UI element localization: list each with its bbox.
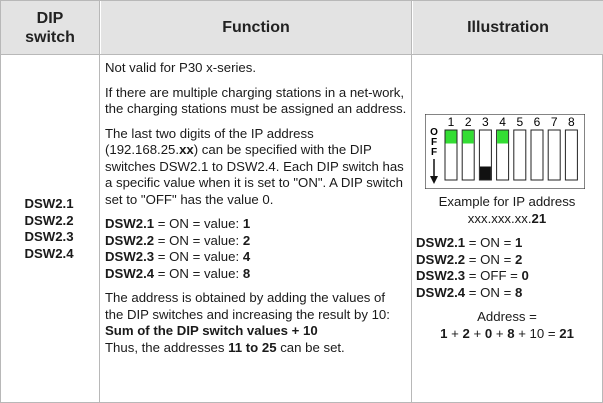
switch-value-row: DSW2.2 = ON = value: 2	[105, 232, 251, 248]
illustration-text: Example for IP address xxx.xxx.xx.21 DSW…	[412, 60, 602, 342]
off-label-char: F	[431, 137, 437, 148]
dip-id: DSW2.4	[24, 245, 74, 261]
header-divider	[0, 54, 603, 55]
header-function: Function	[101, 1, 411, 55]
dip-id: DSW2.2	[24, 212, 74, 228]
setting-row: DSW2.3 = OFF = 0	[416, 268, 529, 283]
address-range: Thus, the addresses 11 to 25 can be set.	[105, 339, 345, 355]
function-text: Not valid for P30 x-series. If there are…	[105, 60, 407, 356]
example-line2: xxx.xxx.xx.21	[467, 210, 547, 226]
switch-number-7: 7	[551, 115, 558, 129]
header-dip-line2: switch	[25, 29, 75, 46]
off-label-char: F	[431, 147, 437, 158]
switch-lever-4-on	[497, 130, 509, 144]
example-settings: DSW2.1 = ON = 1 DSW2.2 = ON = 2 DSW2.3 =…	[412, 235, 602, 301]
switch-slot-7	[547, 129, 561, 181]
address-sum: 1 + 2 + 0 + 8 + 10 = 21	[440, 325, 574, 341]
arrow-down-icon	[430, 176, 438, 184]
network-note: If there are multiple charging stations …	[105, 84, 407, 117]
dip-id: DSW2.1	[24, 196, 74, 211]
switch-slot-8	[564, 129, 578, 181]
off-label-char: O	[430, 127, 438, 138]
switch-lever-2-on	[462, 130, 474, 144]
switch-number-6: 6	[534, 115, 541, 129]
address-label: Address =	[477, 309, 537, 324]
switch-slot-5	[513, 129, 527, 181]
switch-number-2: 2	[465, 115, 472, 129]
address-explanation: The address is obtained by adding the va…	[105, 290, 407, 356]
switch-value-row: DSW2.3 = ON = value: 4	[105, 249, 251, 264]
example-line1: Example for IP address	[438, 194, 576, 209]
switch-number-4: 4	[499, 115, 506, 129]
switch-number-5: 5	[516, 115, 523, 129]
column-divider	[411, 0, 412, 403]
switch-values: DSW2.1 = ON = value: 1 DSW2.2 = ON = val…	[105, 216, 407, 282]
switch-value-row: DSW2.4 = ON = value: 8	[105, 265, 251, 281]
switch-lever-3-off	[479, 166, 491, 180]
validity-note: Not valid for P30 x-series.	[105, 60, 256, 75]
switch-number-3: 3	[482, 115, 489, 129]
switch-number-8: 8	[568, 115, 575, 129]
example-caption: Example for IP address xxx.xxx.xx.21	[412, 194, 602, 227]
setting-row: DSW2.2 = ON = 2	[416, 251, 523, 267]
address-result: Address = 1 + 2 + 0 + 8 + 10 = 21	[412, 309, 602, 342]
switch-slot-6	[530, 129, 544, 181]
dip-switch-ids: DSW2.1 DSW2.2 DSW2.3 DSW2.4	[0, 196, 98, 262]
address-rule: The address is obtained by adding the va…	[105, 290, 390, 322]
header-dip-switch: DIP switch	[1, 1, 99, 55]
switch-value-row: DSW2.1 = ON = value: 1	[105, 216, 251, 231]
address-formula: Sum of the DIP switch values + 10	[105, 323, 318, 338]
switch-lever-1-on	[445, 130, 457, 144]
setting-row: DSW2.4 = ON = 8	[416, 284, 523, 300]
dip-id: DSW2.3	[24, 229, 74, 244]
column-divider	[99, 0, 100, 403]
header-illustration: Illustration	[413, 1, 603, 55]
setting-row: DSW2.1 = ON = 1	[416, 235, 523, 250]
header-dip-line1: DIP	[36, 10, 64, 27]
ip-address-note: The last two digits of the IP address (1…	[105, 125, 404, 207]
switch-number-1: 1	[448, 115, 455, 129]
